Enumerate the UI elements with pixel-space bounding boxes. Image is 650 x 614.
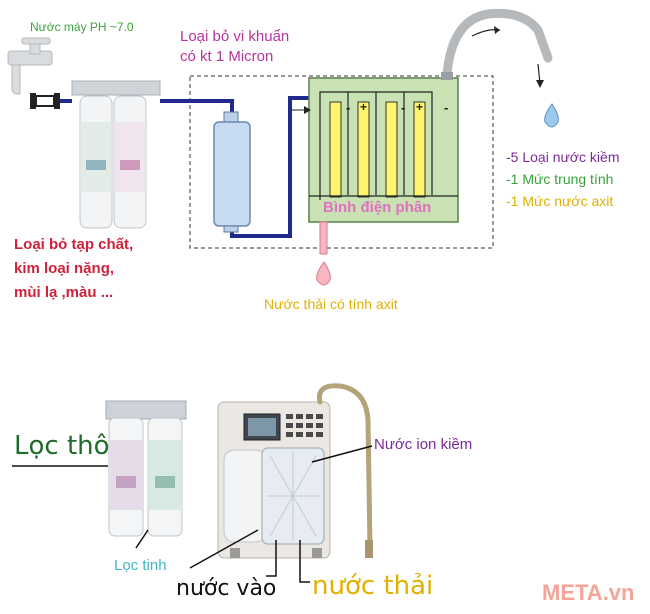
plate-sign-5: - (444, 100, 449, 115)
micron-label-line-1: Loại bỏ vi khuẩn (180, 28, 290, 45)
callout-lines (12, 445, 373, 583)
waste-label: Nước thải có tính axit (264, 296, 398, 312)
prefilter-label-line-3: mùi lạ ,màu ... (14, 284, 114, 301)
micron-filter (213, 111, 251, 233)
output-neutral: -1 Mức trung tính (506, 171, 614, 187)
photo-spout-hose (316, 383, 373, 551)
waste-pipe (319, 221, 328, 255)
cell-plates (329, 101, 426, 198)
filter-head (71, 80, 161, 96)
waste-water-label: nước thải (312, 571, 434, 601)
photo-spout-tip (365, 540, 373, 558)
watermark-logo: META.vn (542, 580, 635, 605)
photo-filter-set (105, 400, 187, 537)
output-acid: -1 Mức nước axit (506, 193, 614, 209)
plate-sign-2: + (360, 100, 368, 114)
alkaline-water-label: Nước ion kiềm (374, 436, 473, 453)
tap-label: Nước máy PH ~7.0 (30, 20, 134, 34)
water-pipes (60, 96, 310, 238)
valve-icon (30, 93, 60, 109)
water-in-label: nước vào (176, 576, 277, 601)
prefilter-label-line-1: Loại bỏ tạp chất, (14, 236, 134, 253)
tap-icon (7, 37, 53, 95)
prefilter-cartridges (79, 95, 147, 229)
plate-sign-4: + (416, 100, 424, 114)
photo-ionizer-machine (217, 401, 331, 559)
cell-wiring (309, 91, 458, 200)
cell-label: Bình điện phân (323, 199, 432, 216)
fine-filter-label: Lọc tinh (114, 557, 167, 574)
output-spout (441, 8, 553, 88)
micron-label-line-2: có kt 1 Micron (180, 48, 274, 65)
coarse-filter-label: Lọc thô (14, 431, 110, 461)
output-alkaline: -5 Loại nước kiềm (506, 149, 620, 165)
prefilter-label-line-2: kim loại nặng, (14, 260, 115, 277)
flow-arrows (304, 106, 311, 114)
plate-sign-3: - (401, 100, 406, 115)
machine-boundary (189, 75, 494, 249)
acid-drop-icon (316, 261, 331, 286)
alkaline-drop-icon (544, 103, 559, 128)
plate-sign-1: - (346, 100, 351, 115)
